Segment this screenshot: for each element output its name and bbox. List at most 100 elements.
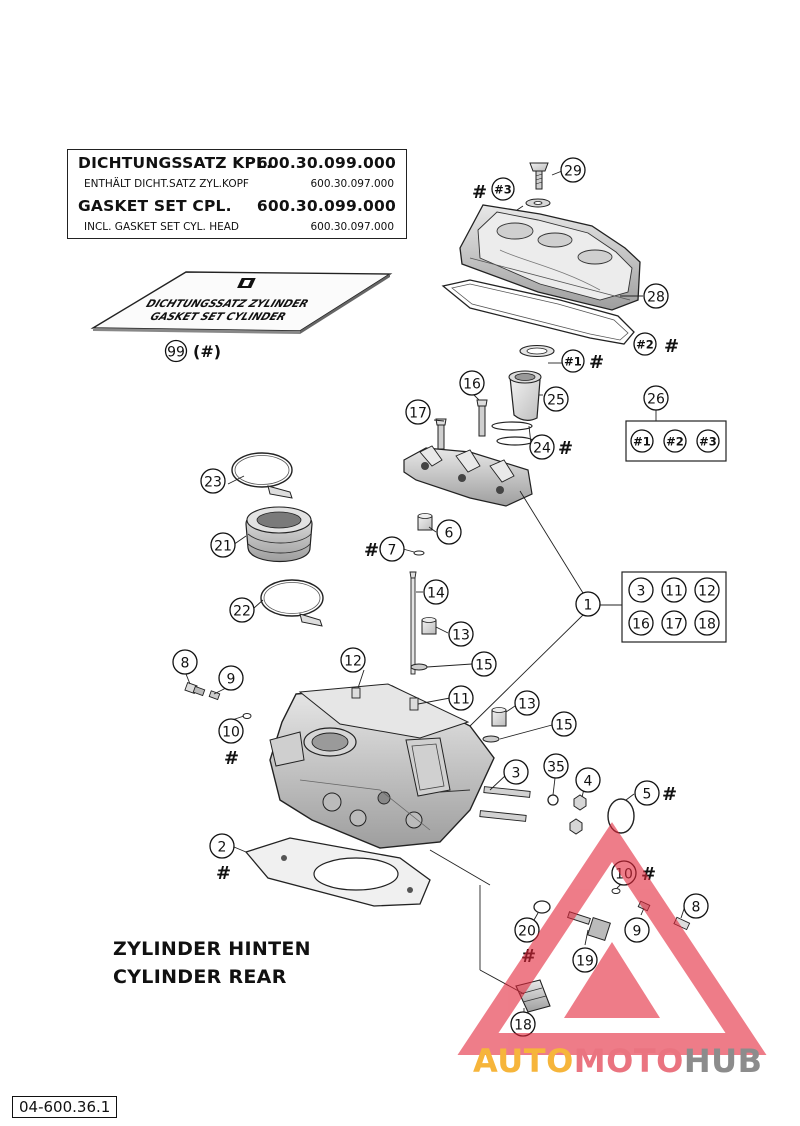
callout-16[interactable]: 16 [459,370,485,396]
hose-clamp-23 [231,452,293,499]
seal-7 [413,550,425,556]
leader-lines [185,205,686,1012]
svg-text:18: 18 [698,617,716,633]
callout-9-right[interactable]: 9 [624,917,650,943]
callout-19[interactable]: 19 [572,947,598,973]
callout-99[interactable]: 99 [164,339,188,363]
kit-marker-3[interactable]: #3 [491,177,515,201]
group-1-item-18[interactable]: 18 [694,610,720,636]
group-1-item-3[interactable]: 3 [628,577,654,603]
callout-35[interactable]: 35 [543,753,569,779]
callout-24[interactable]: 24 [529,434,555,460]
kit-box-item-2[interactable]: #2 [663,429,687,453]
gasket-box-line-4: INCL. GASKET SET CYL. HEAD 600.30.097.00… [84,221,394,235]
callout-17[interactable]: 17 [405,399,431,425]
svg-text:13: 13 [452,628,470,644]
svg-text:#2: #2 [636,338,654,352]
intake-rubber-21 [245,506,313,563]
washer-10-left [242,713,252,719]
washer-10-right [611,888,621,894]
valve-cap-6 [417,513,433,531]
callout-7[interactable]: 7 [379,536,405,562]
svg-text:12: 12 [698,584,716,600]
svg-text:11: 11 [452,692,470,708]
callout-20[interactable]: 20 [514,917,540,943]
svg-text:28: 28 [647,290,665,306]
hash-markers: # # # # # # # # # # [216,182,679,967]
svg-text:3: 3 [637,584,646,600]
hash-marker: # [216,863,231,884]
callout-2[interactable]: 2 [209,833,235,859]
svg-text:12: 12 [344,654,362,670]
svg-text:#3: #3 [699,435,717,449]
svg-text:8: 8 [181,656,190,672]
spark-plug-tube [508,344,555,421]
callout-29[interactable]: 29 [560,157,586,183]
hash-marker: # [662,784,677,805]
gasket-card-title-de: DICHTUNGSSATZ ZYLINDER [144,297,310,309]
callout-18[interactable]: 18 [510,1011,536,1037]
callout-22[interactable]: 22 [229,597,255,623]
svg-text:22: 22 [233,604,251,620]
svg-text:14: 14 [427,586,445,602]
hash-marker: # [589,352,604,373]
callout-14[interactable]: 14 [423,579,449,605]
valve-14 [409,571,417,675]
svg-text:13: 13 [518,697,536,713]
kit-box-item-1[interactable]: #1 [630,429,654,453]
group-1-item-11[interactable]: 11 [661,577,687,603]
gasket-set-number-en: 600.30.099.000 [256,197,396,215]
group-1-item-12[interactable]: 12 [694,577,720,603]
kit-box-item-3[interactable]: #3 [696,429,720,453]
callout-11[interactable]: 11 [448,685,474,711]
callout-13-right[interactable]: 13 [514,690,540,716]
gasket-set-info-box: DICHTUNGSSATZ KPL. 600.30.099.000 ENTHÄL… [67,149,407,239]
svg-text:24: 24 [533,441,551,457]
svg-text:16: 16 [632,617,650,633]
svg-text:16: 16 [463,377,481,393]
kit-marker-2[interactable]: #2 [633,332,657,356]
callout-21[interactable]: 21 [210,532,236,558]
kit-marker-1[interactable]: #1 [561,349,585,373]
bolt-17 [435,418,447,450]
callout-13-top[interactable]: 13 [448,621,474,647]
gasket-set-head-number-en: 600.30.097.000 [310,221,395,233]
washer-35 [547,794,559,806]
svg-text:3: 3 [512,766,521,782]
callout-25[interactable]: 25 [543,386,569,412]
group-1-item-16[interactable]: 16 [628,610,654,636]
svg-text:17: 17 [409,406,427,422]
svg-text:#1: #1 [564,355,582,369]
hash-marker: # [472,182,487,203]
svg-text:15: 15 [555,718,573,734]
callout-9-left[interactable]: 9 [218,665,244,691]
svg-text:99: 99 [167,345,185,361]
callout-26[interactable]: 26 [643,385,669,411]
nut-4 [569,794,587,835]
callout-12[interactable]: 12 [340,647,366,673]
group-1-item-17[interactable]: 17 [661,610,687,636]
callout-5[interactable]: 5 [634,780,660,806]
bolt-16 [476,399,488,437]
callout-10-left[interactable]: 10 [218,718,244,744]
svg-text:17: 17 [665,617,683,633]
callout-8-left[interactable]: 8 [172,649,198,675]
callout-6[interactable]: 6 [436,519,462,545]
svg-text:4: 4 [584,774,593,790]
watermark-moto: MOTO [573,1042,684,1080]
svg-text:9: 9 [633,924,642,940]
gasket-box-line-1: DICHTUNGSSATZ KPL. 600.30.099.000 [78,154,396,174]
gasket-set-card: DICHTUNGSSATZ ZYLINDER GASKET SET CYLIND… [90,271,393,334]
watermark-logo [457,822,767,1055]
callout-23[interactable]: 23 [200,468,226,494]
gasket-set-head-number-de: 600.30.097.000 [310,178,395,190]
svg-text:2: 2 [218,840,227,856]
callout-3[interactable]: 3 [503,759,529,785]
callout-4[interactable]: 4 [575,767,601,793]
callout-8-right[interactable]: 8 [683,893,709,919]
callout-28[interactable]: 28 [643,283,669,309]
callout-15-top[interactable]: 15 [471,651,497,677]
callout-1[interactable]: 1 [575,591,601,617]
valve-cover-gasket [441,279,635,345]
callout-15-right[interactable]: 15 [551,711,577,737]
